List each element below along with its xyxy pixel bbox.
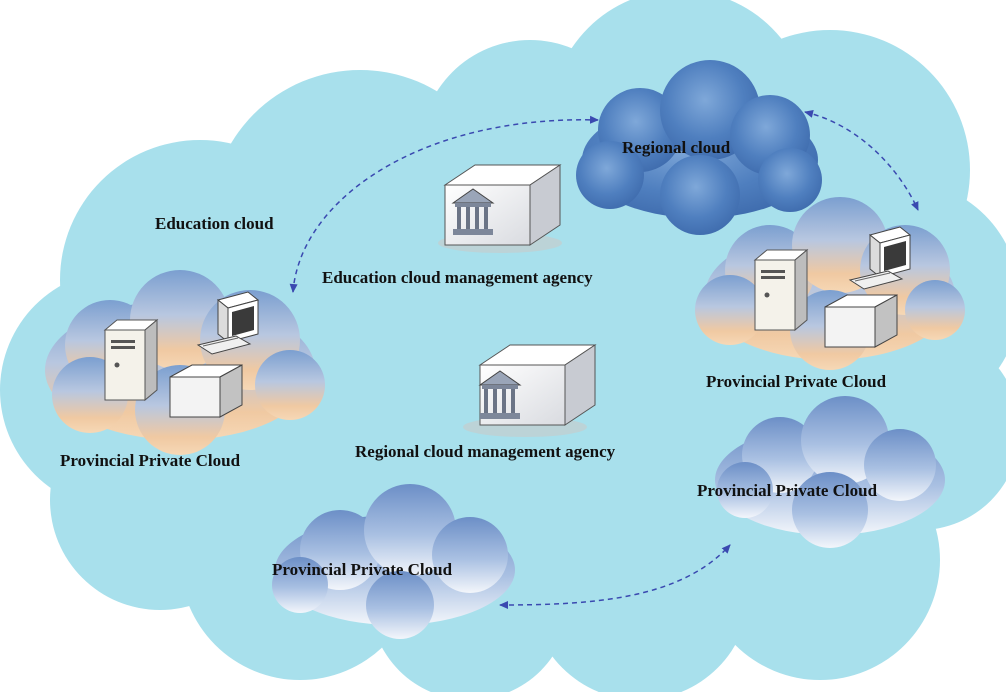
- connector-bottom-to-right-bottom: [499, 544, 731, 609]
- provincial-cloud-right-label: Provincial Private Cloud: [706, 372, 887, 391]
- provincial-cloud-right-bottom-label: Provincial Private Cloud: [697, 481, 878, 500]
- provincial-cloud-right-bottom-shape: [715, 396, 945, 548]
- server-tower-icon: [753, 248, 809, 332]
- server-tower-icon: [103, 318, 159, 402]
- regional-cloud-shape: [576, 60, 822, 235]
- government-building-icon: [463, 344, 597, 437]
- storage-box-icon: [169, 364, 243, 418]
- provincial-cloud-bottom-shape: [272, 484, 515, 639]
- desktop-computer-icon: [848, 226, 912, 290]
- education-agency-label: Education cloud management agency: [322, 268, 593, 287]
- storage-box-icon: [824, 294, 898, 348]
- education-cloud-label: Education cloud: [155, 214, 274, 233]
- desktop-computer-icon: [196, 291, 260, 355]
- provincial-cloud-left-label: Provincial Private Cloud: [60, 451, 241, 470]
- government-building-icon: [438, 164, 562, 253]
- provincial-cloud-bottom-label: Provincial Private Cloud: [272, 560, 453, 579]
- regional-cloud-label: Regional cloud: [622, 138, 731, 157]
- regional-agency-label: Regional cloud management agency: [355, 442, 616, 461]
- connector-edu-to-regional: [289, 115, 599, 293]
- connector-regional-to-right: [804, 109, 919, 211]
